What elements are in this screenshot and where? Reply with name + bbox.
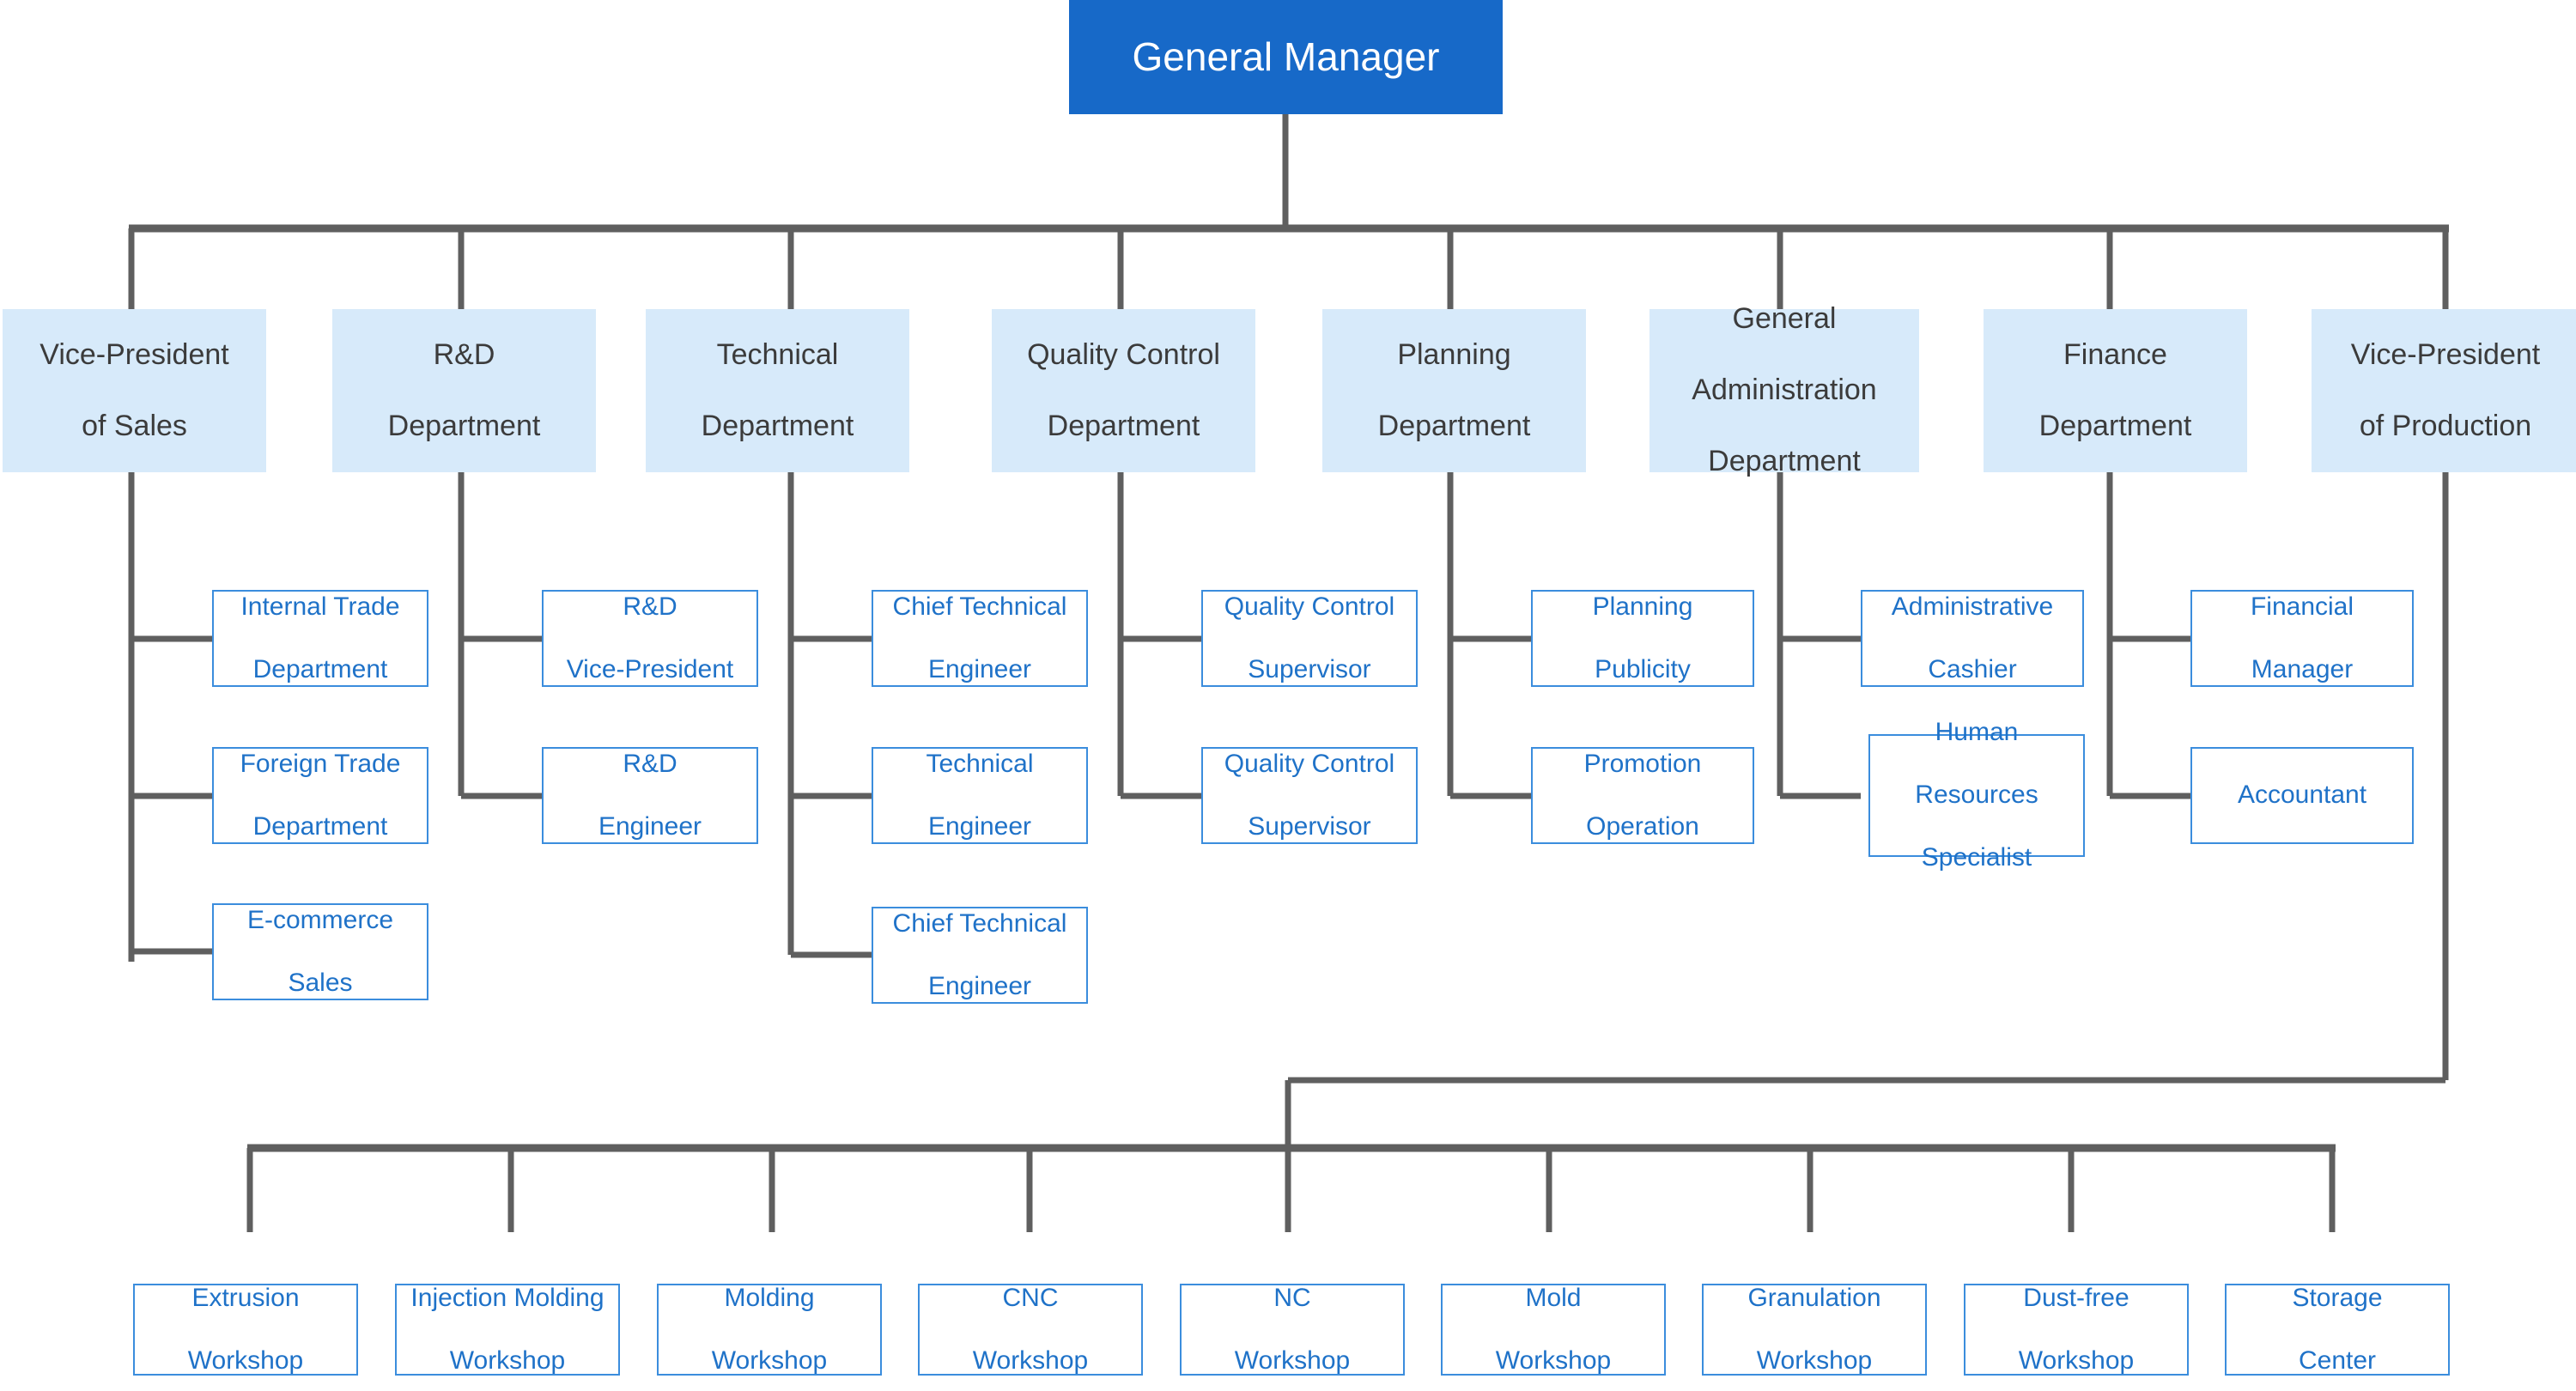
node-label: General Manager — [1132, 34, 1440, 80]
node-label: Accountant — [2237, 781, 2367, 810]
node-accountant[interactable]: Accountant — [2190, 747, 2414, 844]
node-general-manager[interactable]: General Manager — [1069, 0, 1503, 114]
